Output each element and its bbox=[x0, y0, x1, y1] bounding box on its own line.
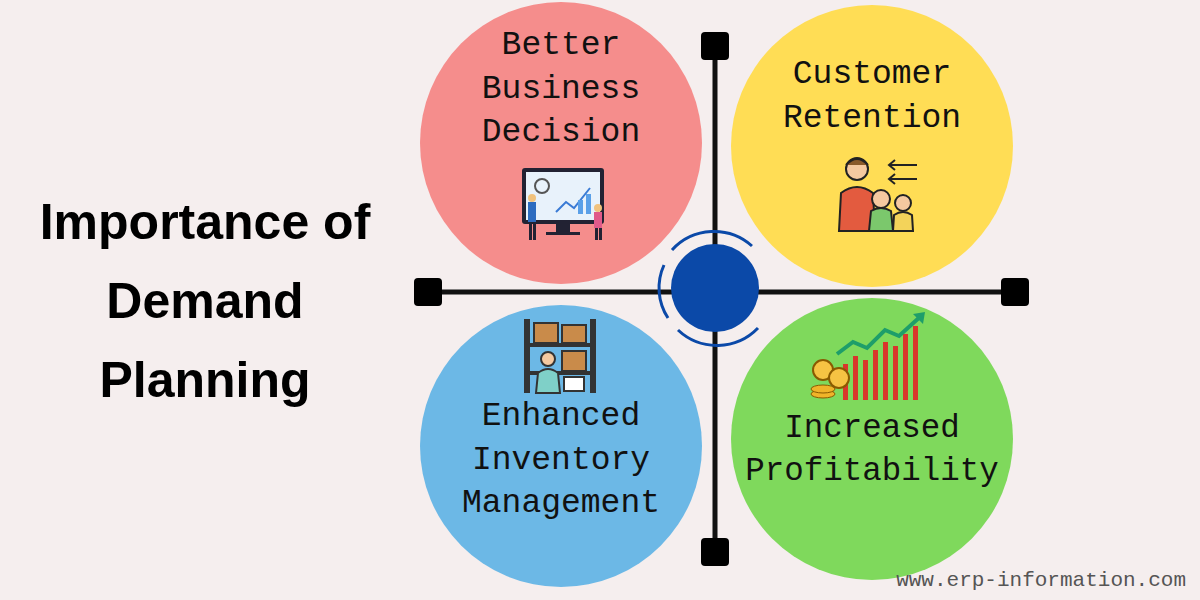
center-ring bbox=[672, 232, 752, 250]
topic-circle: Customer Retention bbox=[731, 5, 1013, 287]
watermark: www.erp-information.com bbox=[896, 569, 1186, 592]
warehouse-icon bbox=[520, 315, 600, 395]
center-ring bbox=[678, 328, 758, 345]
center-ring bbox=[659, 265, 668, 318]
axis-end bbox=[1001, 278, 1029, 306]
topic-circle: Enhanced Inventory Management bbox=[420, 305, 702, 587]
diagram-title: Importance of Demand Planning bbox=[5, 183, 405, 420]
topic-text: Enhanced Inventory Management bbox=[446, 395, 676, 526]
topic-text: Better Business Decision bbox=[446, 24, 676, 155]
topic-text: Increased Profitability bbox=[745, 408, 999, 494]
center-dot bbox=[671, 244, 759, 332]
axis-end bbox=[414, 278, 442, 306]
topic-text: Customer Retention bbox=[757, 53, 987, 140]
growth-chart-icon bbox=[809, 312, 939, 402]
topic-circle: Increased Profitability bbox=[731, 298, 1013, 580]
presentation-icon bbox=[512, 164, 612, 244]
family-icon bbox=[831, 153, 921, 233]
topic-circle: Better Business Decision bbox=[420, 2, 702, 284]
axis-end bbox=[701, 32, 729, 60]
axis-end bbox=[701, 538, 729, 566]
